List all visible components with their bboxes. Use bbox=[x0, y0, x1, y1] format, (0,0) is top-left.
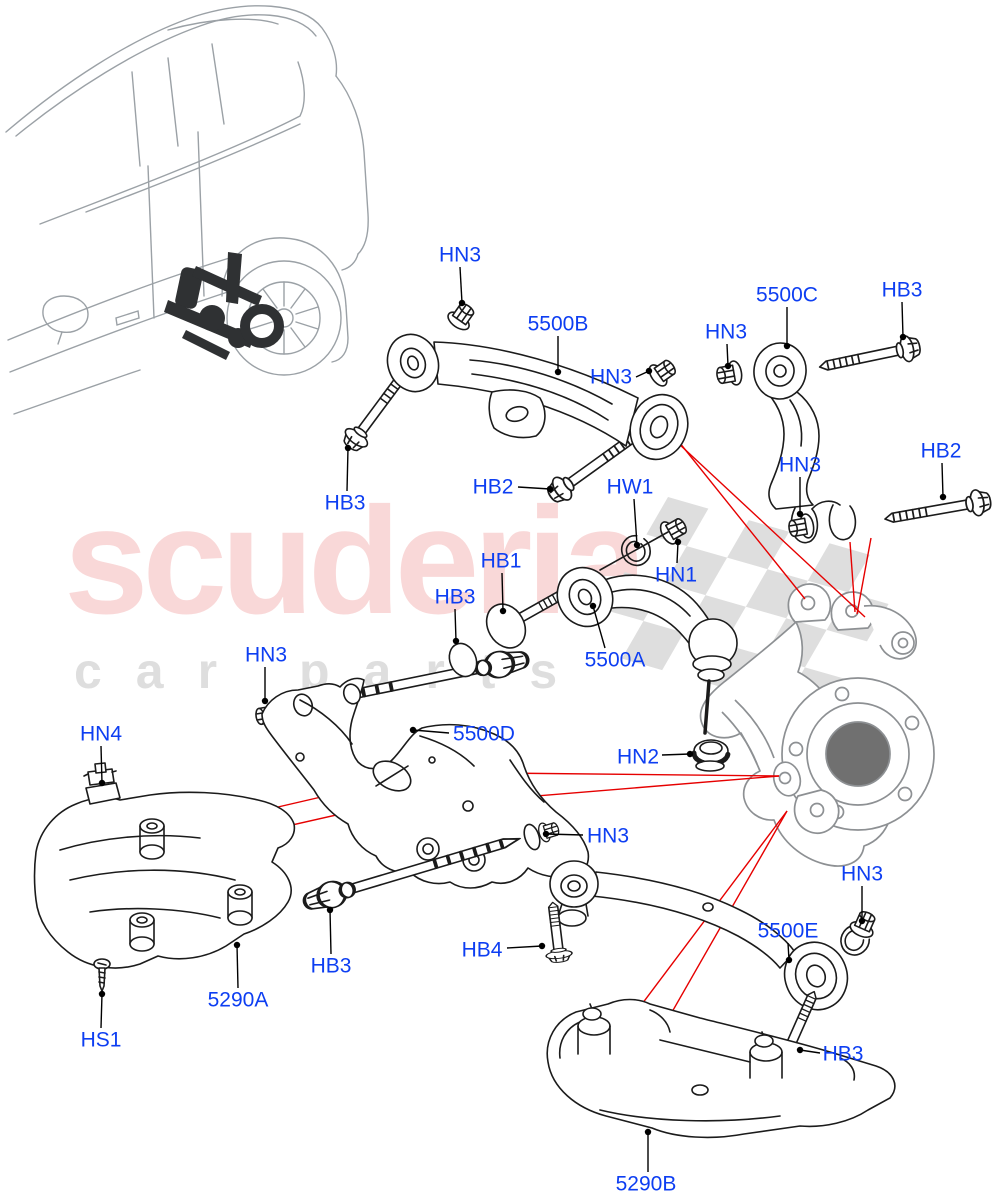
lower-arm-5500D bbox=[253, 642, 590, 917]
toe-link-5500A bbox=[485, 512, 738, 772]
highlighted-suspension bbox=[164, 252, 284, 360]
clip-nut-hn4 bbox=[83, 762, 117, 786]
upper-arm-5500C bbox=[714, 332, 993, 544]
screw-hs1 bbox=[93, 958, 111, 992]
lower-arm-5500E bbox=[538, 860, 881, 1069]
skid-plate-5290A bbox=[33, 762, 296, 992]
wheel-knuckle bbox=[699, 583, 935, 867]
leader-lines bbox=[98, 266, 947, 1172]
ball-joint-nut-hn2 bbox=[691, 739, 731, 772]
car-inset bbox=[5, 5, 369, 415]
upper-arm-5500B bbox=[338, 298, 689, 509]
cover-5290B bbox=[546, 998, 896, 1139]
